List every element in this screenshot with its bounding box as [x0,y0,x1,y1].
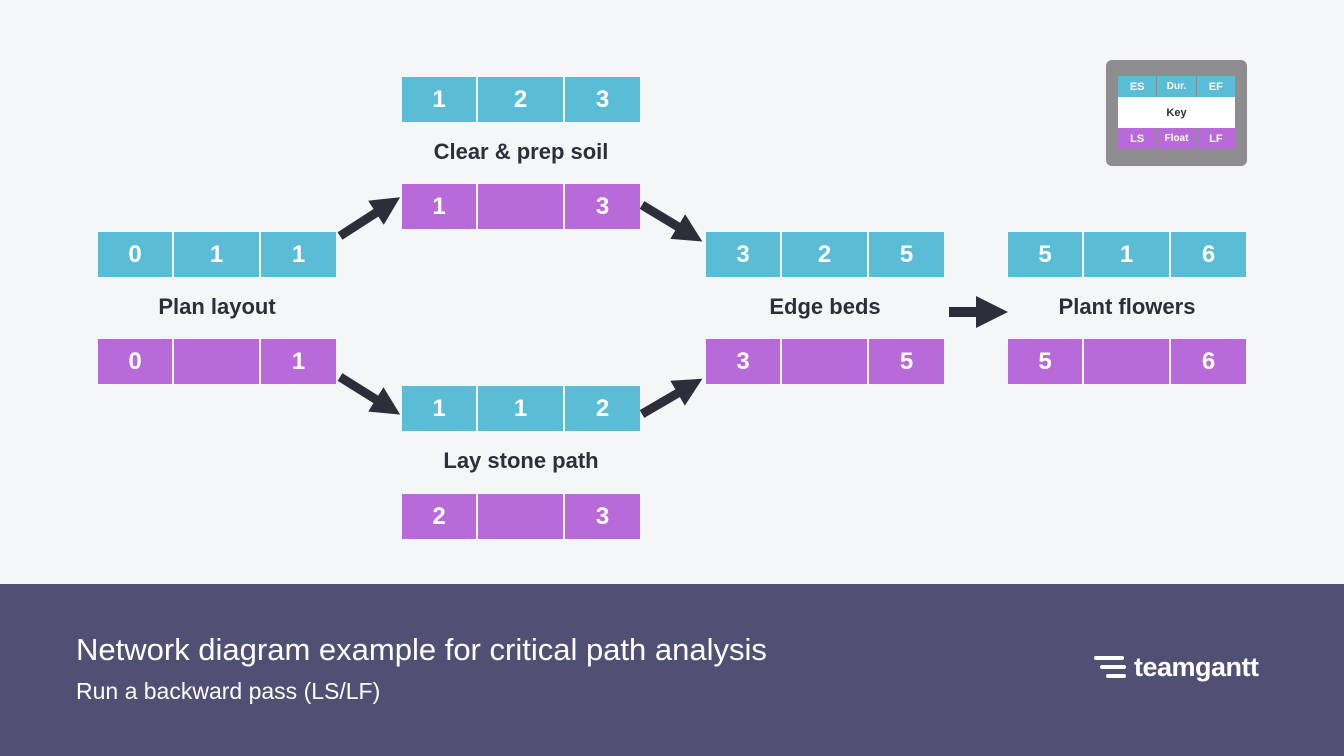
clear-soil-lf: 3 [565,184,640,229]
plan-layout-early-row: 0 1 1 [98,232,336,277]
edge-beds-float [782,339,867,384]
edge-beds-duration: 2 [782,232,867,277]
legend-key: ES Dur. EF Key LS Float LF [1106,60,1247,166]
key-es: ES [1118,76,1157,97]
stone-path-float [478,494,563,539]
brand-name: teamgantt [1134,651,1259,682]
teamgantt-logo-icon [1094,656,1126,678]
clear-soil-float [478,184,563,229]
edge-beds-ls: 3 [706,339,780,384]
clear-soil-ef: 3 [565,77,640,122]
plant-flowers-late-row: 5 6 [1008,339,1246,384]
key-ls: LS [1118,128,1157,149]
plant-flowers-es: 5 [1008,232,1082,277]
stone-path-ef: 2 [565,386,640,431]
edge-beds-label: Edge beds [769,294,881,319]
stone-path-label: Lay stone path [443,448,599,473]
arrow-plan-to-stone [337,373,401,415]
plan-layout-ef: 1 [261,232,336,277]
plan-layout-lf: 1 [261,339,336,384]
clear-soil-early-row: 1 2 3 [402,77,640,122]
stone-path-lf: 3 [565,494,640,539]
footer-banner: Network diagram example for critical pat… [0,584,1344,756]
key-early-row: ES Dur. EF [1118,76,1235,97]
footer-title: Network diagram example for critical pat… [76,632,767,667]
edge-beds-es: 3 [706,232,780,277]
stone-path-duration: 1 [478,386,563,431]
plant-flowers-duration: 1 [1084,232,1169,277]
plan-layout-float [174,339,259,384]
plant-flowers-early-row: 5 1 6 [1008,232,1246,277]
footer-subtitle: Run a backward pass (LS/LF) [76,678,381,704]
clear-soil-es: 1 [402,77,476,122]
clear-soil-label: Clear & prep soil [433,139,609,164]
key-late-row: LS Float LF [1118,128,1235,149]
plan-layout-ls: 0 [98,339,172,384]
dependency-arrows [337,197,1009,418]
key-lf: LF [1196,128,1235,149]
clear-soil-duration: 2 [478,77,563,122]
arrow-stone-to-edge [639,378,703,418]
edge-beds-ef: 5 [869,232,944,277]
edge-beds-lf: 5 [869,339,944,384]
key-duration: Dur. [1157,76,1196,97]
plan-layout-duration: 1 [174,232,259,277]
plan-layout-es: 0 [98,232,172,277]
plant-flowers-ls: 5 [1008,339,1082,384]
stone-path-ls: 2 [402,494,476,539]
edge-beds-late-row: 3 5 [706,339,944,384]
network-diagram: 0 1 1 Plan layout 0 1 1 2 3 Clear & prep… [98,60,1247,539]
key-ef: EF [1196,76,1235,97]
plant-flowers-lf: 6 [1171,339,1246,384]
plant-flowers-ef: 6 [1171,232,1246,277]
brand-logo: teamgantt [1094,650,1259,684]
stone-path-early-row: 1 1 2 [402,386,640,431]
plant-flowers-label: Plant flowers [1058,294,1196,319]
key-float: Float [1157,128,1196,149]
plan-layout-label: Plan layout [158,294,276,319]
arrow-clear-to-edge [639,201,703,242]
key-label: Key [1118,97,1235,128]
stone-path-late-row: 2 3 [402,494,640,539]
clear-soil-ls: 1 [402,184,476,229]
arrow-plan-to-clear [337,197,401,240]
stone-path-es: 1 [402,386,476,431]
plan-layout-late-row: 0 1 [98,339,336,384]
edge-beds-early-row: 3 2 5 [706,232,944,277]
plant-flowers-float [1084,339,1169,384]
clear-soil-late-row: 1 3 [402,184,640,229]
